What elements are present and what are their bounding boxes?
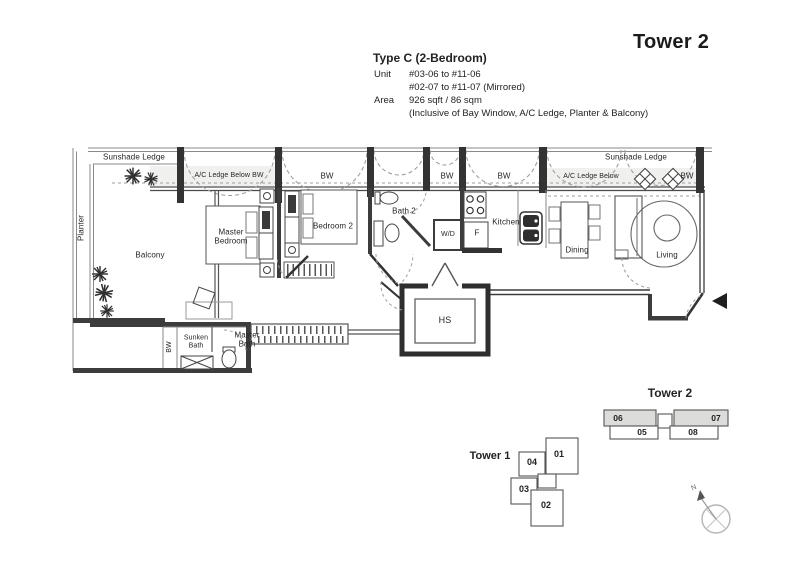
master-bath-label: Master Bath — [234, 330, 260, 348]
unit-range-1: #03-06 to #11-06 — [409, 69, 481, 80]
kitchen-label: Kitchen — [492, 217, 520, 227]
balcony-label: Balcony — [135, 250, 165, 260]
ac-ledge-left-label: A/C Ledge Below BW — [194, 172, 264, 180]
bedroom2-furniture — [283, 189, 358, 279]
tower2-unit-06: 06 — [613, 413, 623, 423]
tower1-unit-02: 02 — [540, 500, 552, 510]
bath2-fixtures — [373, 191, 432, 285]
planter-label: Planter — [76, 214, 86, 242]
bedroom-divider-wall — [277, 188, 281, 278]
tower1-unit-04: 04 — [526, 457, 538, 467]
sunshade-ledge-left-label: Sunshade Ledge — [103, 152, 165, 162]
fridge-label: F — [474, 228, 480, 238]
page-title: Tower 2 — [633, 31, 710, 53]
unit-type-title: Type C (2-Bedroom) — [373, 51, 487, 65]
tower2-minimap-title: Tower 2 — [647, 386, 693, 400]
dressing-furniture — [185, 286, 233, 320]
tower2-unit-07: 07 — [711, 413, 721, 423]
tower1-unit-01: 01 — [553, 449, 565, 459]
fan-diamond-icons — [633, 167, 685, 191]
tower1-minimap-title: Tower 1 — [469, 450, 511, 462]
bay-window-strip — [250, 323, 402, 345]
bw-label-bottom: BW — [166, 341, 174, 353]
master-bedroom-door — [276, 255, 309, 279]
sunken-bath-tub — [180, 355, 214, 370]
bw-label-bath2: BW — [440, 171, 454, 181]
bw-label-right: BW — [680, 171, 694, 181]
bw-label-bedroom2: BW — [320, 171, 334, 181]
bw-label-kitchen: BW — [497, 171, 511, 181]
dining-furniture — [548, 201, 601, 259]
master-bedroom-label: Master Bedroom — [214, 227, 248, 245]
outer-boundary-lines — [72, 147, 712, 371]
tower1-minimap — [510, 437, 579, 527]
ac-ledge-right-label: A/C Ledge Below — [563, 173, 619, 181]
planter-plant-icons — [91, 166, 161, 319]
bedroom2-label: Bedroom 2 — [312, 221, 354, 231]
household-shelter-label: HS — [438, 315, 452, 326]
bathroom-block-walls — [73, 322, 252, 373]
sunken-bath-label: Sunken Bath — [183, 334, 209, 349]
living-furniture — [614, 195, 698, 289]
wall-piers — [177, 147, 704, 203]
entry-arrow-icon — [712, 293, 727, 309]
bath2-label: Bath 2 — [392, 206, 416, 216]
compass-icon — [697, 490, 731, 534]
washer-dryer-label: W/D — [441, 231, 455, 239]
sunshade-ledge-right-label: Sunshade Ledge — [605, 152, 667, 162]
entry-walls — [648, 190, 705, 321]
dining-label: Dining — [565, 245, 589, 255]
unit-range-2: #02-07 to #11-07 (Mirrored) — [409, 82, 525, 93]
washer-dryer-box — [433, 219, 463, 251]
area-value: 926 sqft / 86 sqm — [409, 95, 482, 106]
area-label: Area — [374, 95, 395, 106]
tower2-unit-05: 05 — [637, 427, 647, 437]
master-bath-toilet — [221, 346, 237, 369]
living-label: Living — [656, 250, 678, 260]
tower1-unit-03: 03 — [518, 484, 530, 494]
master-bedroom-furniture — [205, 188, 275, 278]
unit-label: Unit — [374, 69, 391, 80]
household-shelter — [380, 262, 491, 357]
tower2-minimap — [603, 409, 729, 440]
area-note: (Inclusive of Bay Window, A/C Ledge, Pla… — [409, 108, 649, 119]
kitchen-fixtures — [460, 188, 547, 253]
tower2-unit-08: 08 — [688, 427, 698, 437]
